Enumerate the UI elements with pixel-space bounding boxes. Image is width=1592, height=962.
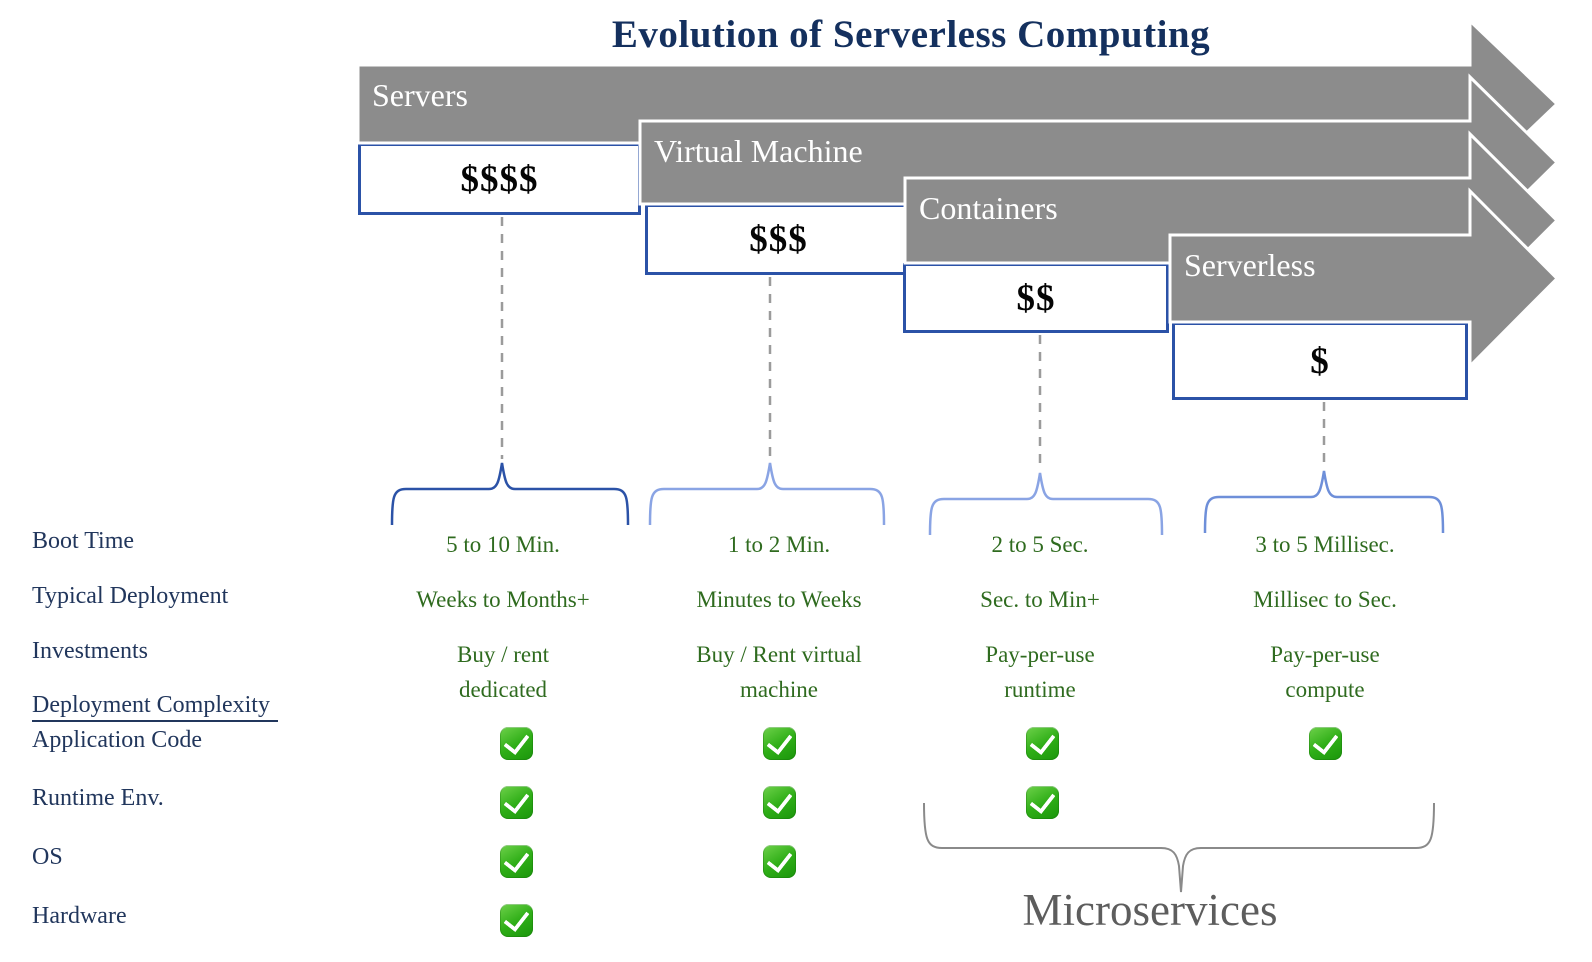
check-icon	[763, 845, 796, 878]
row-label-text: Runtime Env.	[32, 785, 164, 811]
cost-value: $	[1310, 340, 1330, 382]
row-label-text: Hardware	[32, 903, 127, 929]
column-brace-serverless	[1203, 470, 1445, 534]
check-icon	[500, 786, 533, 819]
row-label-boot-time: Boot Time	[32, 527, 134, 555]
row-label-deployment-complexity: Deployment Complexity	[32, 691, 278, 722]
row-label-text: OS	[32, 844, 63, 870]
row-label-investments: Investments	[32, 637, 148, 665]
cost-value: $$$	[749, 219, 808, 260]
cost-value: $$$$	[460, 158, 539, 200]
column-brace-virtual-machine	[648, 462, 886, 526]
cell-typical-deployment-servers: Weeks to Months+	[416, 587, 590, 612]
cell-boot-time-serverless: 3 to 5 Millisec.	[1255, 532, 1395, 557]
row-label-hardware: Hardware	[32, 902, 127, 930]
row-label-typical-deployment: Typical Deployment	[32, 582, 228, 610]
cell-boot-time-servers: 5 to 10 Min.	[446, 532, 560, 557]
cost-box-containers: $$	[903, 263, 1169, 333]
page-title: Evolution of Serverless Computing	[611, 13, 1211, 56]
cost-box-virtual-machine: $$$	[645, 204, 912, 275]
cell-investments-serverless: Pay-per-use compute	[1270, 642, 1380, 702]
row-label-text: Typical Deployment	[32, 583, 229, 609]
column-brace-servers	[390, 462, 630, 526]
microservices-brace	[923, 802, 1435, 893]
check-icon	[1026, 727, 1059, 760]
tier-label-virtual-machine: Virtual Machine	[654, 133, 863, 169]
cell-investments-virtual-machine: Buy / Rent virtual machine	[696, 642, 862, 702]
row-label-text: Boot Time	[32, 528, 135, 554]
cell-typical-deployment-containers: Sec. to Min+	[980, 587, 1100, 612]
cell-typical-deployment-serverless: Millisec to Sec.	[1253, 587, 1397, 612]
tier-label-serverless: Serverless	[1184, 247, 1316, 283]
cell-boot-time-containers: 2 to 5 Sec.	[991, 532, 1089, 557]
check-icon	[500, 845, 533, 878]
check-icon	[500, 904, 533, 937]
row-label-text: Deployment Complexity	[32, 692, 278, 722]
row-label-text: Application Code	[32, 727, 202, 753]
cell-investments-containers: Pay-per-use runtime	[985, 642, 1095, 702]
check-icon	[500, 727, 533, 760]
check-icon	[1309, 727, 1342, 760]
row-label-os: OS	[32, 843, 63, 871]
check-icon	[1026, 786, 1059, 819]
row-label-application-code: Application Code	[32, 726, 202, 754]
check-icon	[763, 727, 796, 760]
microservices-label: Microservices	[1022, 885, 1278, 935]
cell-typical-deployment-virtual-machine: Minutes to Weeks	[696, 587, 862, 612]
column-brace-containers	[928, 472, 1164, 536]
cell-investments-servers: Buy / rent dedicated	[457, 642, 549, 702]
check-icon	[763, 786, 796, 819]
tier-label-servers: Servers	[372, 77, 468, 113]
cell-boot-time-virtual-machine: 1 to 2 Min.	[727, 532, 831, 557]
cost-value: $$	[1016, 277, 1056, 319]
row-label-runtime-env-: Runtime Env.	[32, 784, 164, 812]
row-label-text: Investments	[32, 638, 148, 664]
cost-box-servers: $$$$	[358, 143, 641, 215]
cost-box-serverless: $	[1172, 322, 1468, 400]
tier-label-containers: Containers	[919, 190, 1058, 226]
